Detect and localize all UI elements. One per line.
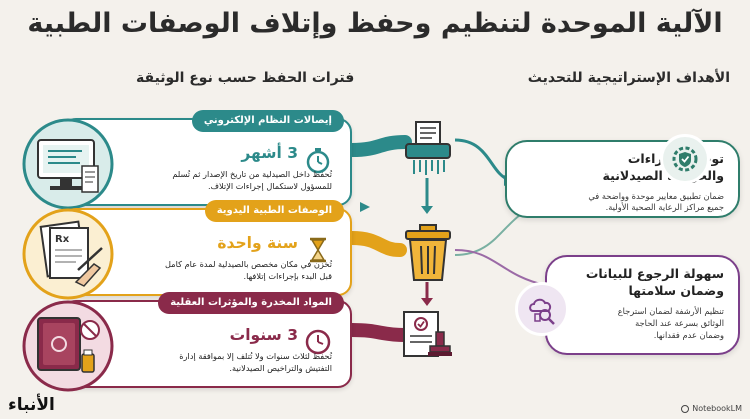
stopwatch-icon xyxy=(304,146,332,174)
goal-desc-line1: ضمان تطبيق معايير موحدة وواضحة في xyxy=(588,191,724,201)
computer-receipt-illustration xyxy=(18,118,118,210)
retention-row-electronic: إيصالات النظام الإلكتروني 3 أشهر تُحفظ د… xyxy=(22,110,352,210)
notebooklm-watermark: NotebookLM xyxy=(681,404,742,413)
trash-bin-icon xyxy=(398,222,458,286)
goal-title-line1: سهولة الرجوع للبيانات xyxy=(585,266,724,281)
retention-row-handwritten: الوصفات الطبية اليدوية سنة واحدة تُخزن ف… xyxy=(22,200,352,300)
gear-shield-icon xyxy=(660,134,710,184)
hourglass-icon xyxy=(304,236,332,264)
shredder-icon xyxy=(398,118,458,182)
svg-text:Rx: Rx xyxy=(55,234,70,245)
row-description: تُخزن في مكان مخصص بالصيدلية لمدة عام كا… xyxy=(164,259,332,281)
clock-icon xyxy=(304,328,332,356)
row-period: 3 أشهر xyxy=(241,144,298,162)
goal-desc-line3: وضمان عدم فقدانها. xyxy=(653,330,724,340)
goal-title-line2: وضمان سلامتها xyxy=(628,283,724,298)
goal-card-data-access: سهولة الرجوع للبيانات وضمان سلامتها تنظي… xyxy=(545,255,740,355)
row-description: تُحفظ لثلاث سنوات ولا تُتلف إلا بموافقة … xyxy=(179,351,332,373)
notebooklm-label: NotebookLM xyxy=(692,404,742,413)
row-description: تُحفظ داخل الصيدلية من تاريخ الإصدار ثم … xyxy=(172,169,332,191)
row-period: 3 سنوات xyxy=(229,326,298,344)
retention-heading: فترات الحفظ حسب نوع الوثيقة xyxy=(136,70,355,86)
goal-desc-line2: الوثائق بسرعة عند الحاجة xyxy=(635,318,724,328)
page-title: الآلية الموحدة لتنظيم وحفظ وإتلاف الوصفا… xyxy=(27,8,723,39)
goal-desc-line2: جميع مراكز الرعاية الصحية الأولية. xyxy=(605,202,724,212)
retention-row-narcotics: المواد المخدرة والمؤثرات العقلية 3 سنوات… xyxy=(22,292,352,392)
notebooklm-icon xyxy=(681,404,690,413)
goal-desc-line1: تنظيم الأرشفة لضمان استرجاع xyxy=(617,306,724,316)
publisher-logo: الأنباء xyxy=(8,395,55,415)
safe-medications-illustration xyxy=(18,300,118,392)
goals-heading: الأهداف الإستراتيجية للتحديث xyxy=(527,70,730,86)
stamp-approval-icon xyxy=(396,306,460,370)
row-band-label: المواد المخدرة والمؤثرات العقلية xyxy=(158,292,344,314)
handwritten-prescription-illustration: Rx xyxy=(18,208,118,300)
cloud-search-icon xyxy=(515,282,569,336)
row-band-label: إيصالات النظام الإلكتروني xyxy=(191,110,344,132)
row-period: سنة واحدة xyxy=(217,234,298,252)
row-band-label: الوصفات الطبية اليدوية xyxy=(204,200,344,222)
